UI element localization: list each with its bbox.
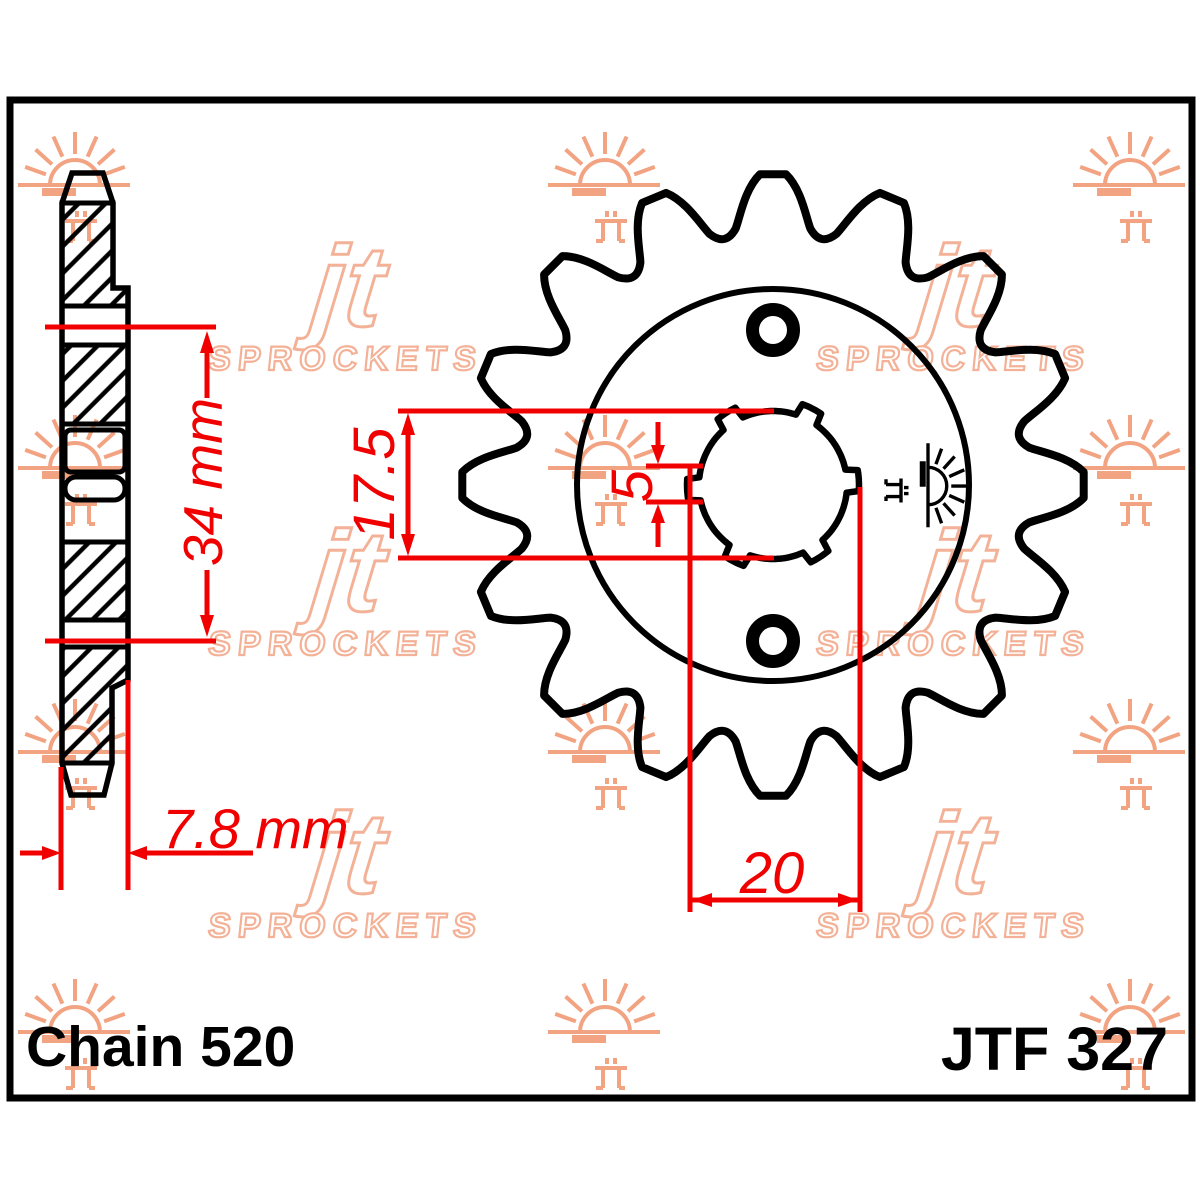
drawing-border — [6, 96, 1196, 1102]
dimension-layer — [20, 324, 863, 912]
bolt-hole-top — [746, 303, 800, 357]
sprocket-teeth-outline — [458, 170, 1088, 800]
sprocket-side-view — [59, 170, 131, 798]
bolt-hole-bottom — [746, 614, 800, 668]
rising-sun-icon — [1073, 979, 1185, 1090]
sprocket-inner-circle — [574, 286, 972, 684]
dimension-value-bore-width: 20 — [739, 841, 805, 906]
sprockets-logo-text: SPROCKETS — [206, 340, 484, 378]
jt-sun-watermark — [548, 132, 660, 243]
jt-mark-icon — [65, 494, 97, 526]
jt-mark-icon — [1120, 494, 1152, 526]
jt-mark-icon — [595, 778, 627, 810]
side-hatch-upper — [59, 342, 131, 427]
dimension-value-bore-diameter: 17.5 — [342, 427, 407, 541]
jt-logo-text: jt — [901, 790, 1002, 918]
jt-mark-icon — [595, 211, 627, 243]
jt-sun-watermark — [1073, 415, 1185, 526]
side-hatch-bottom — [59, 644, 131, 766]
arrowhead — [200, 615, 214, 637]
jt-sun-watermark — [548, 415, 660, 526]
chain-size-label: Chain 520 — [26, 1015, 295, 1079]
jt-mark-icon — [595, 494, 627, 526]
rising-sun-icon — [548, 415, 660, 526]
jt-logo-text: jt — [293, 223, 394, 351]
arrowhead — [838, 893, 858, 907]
side-spline-slot — [62, 427, 128, 475]
jt-sun-stamp-icon — [884, 443, 968, 528]
side-hatch-lower — [59, 539, 131, 623]
rising-sun-icon — [548, 132, 660, 243]
jt-mark-icon — [884, 478, 909, 503]
arrowhead — [651, 445, 665, 464]
jt-sun-watermark — [548, 979, 660, 1090]
dimension-value-spline-groove: 5 — [600, 469, 665, 502]
jt-sun-watermark — [1073, 132, 1185, 243]
rising-sun-icon — [548, 979, 660, 1090]
sprockets-logo-text: SPROCKETS — [206, 625, 484, 663]
sprocket-front-view — [458, 170, 1088, 800]
jt-sun-watermark — [18, 979, 130, 1090]
rising-sun-icon — [18, 979, 130, 1090]
arrowhead — [401, 413, 415, 435]
jt-mark-icon — [65, 778, 97, 810]
rising-sun-icon — [884, 443, 968, 528]
arrowhead — [651, 504, 665, 523]
watermark-layer: jtSPROCKETSjtSPROCKETSjtSPROCKETSjtSPROC… — [18, 132, 1185, 1090]
arrowhead — [128, 846, 147, 860]
jt-mark-icon — [1120, 1058, 1152, 1090]
sprockets-logo-text: SPROCKETS — [814, 625, 1092, 663]
jt-logo-text: jt — [901, 223, 1002, 351]
rising-sun-icon — [1073, 132, 1185, 243]
jt-sun-watermark — [1073, 699, 1185, 810]
jt-mark-icon — [1120, 778, 1152, 810]
rising-sun-icon — [1073, 699, 1185, 810]
sprockets-logo-text: SPROCKETS — [814, 340, 1092, 378]
jt-mark-icon — [1120, 211, 1152, 243]
jt-sun-watermark — [1073, 979, 1185, 1090]
side-spline-slot — [62, 474, 128, 503]
arrowhead — [200, 331, 214, 353]
dimension-value-hub-length: 34 mm — [172, 398, 234, 566]
jt-mark-icon — [65, 1058, 97, 1090]
rising-sun-icon — [1073, 415, 1185, 526]
jt-mark-icon — [595, 1058, 627, 1090]
dimension-value-total-width: 7.8 mm — [162, 797, 349, 860]
part-number-label: JTF 327 — [941, 1015, 1168, 1083]
sprockets-logo-text: SPROCKETS — [206, 907, 484, 945]
side-hatch-top — [59, 200, 131, 309]
arrowhead — [42, 846, 61, 860]
splined-bore-outline — [683, 400, 863, 570]
arrowhead — [401, 534, 415, 556]
arrowhead — [692, 893, 712, 907]
sprockets-logo-text: SPROCKETS — [814, 907, 1092, 945]
